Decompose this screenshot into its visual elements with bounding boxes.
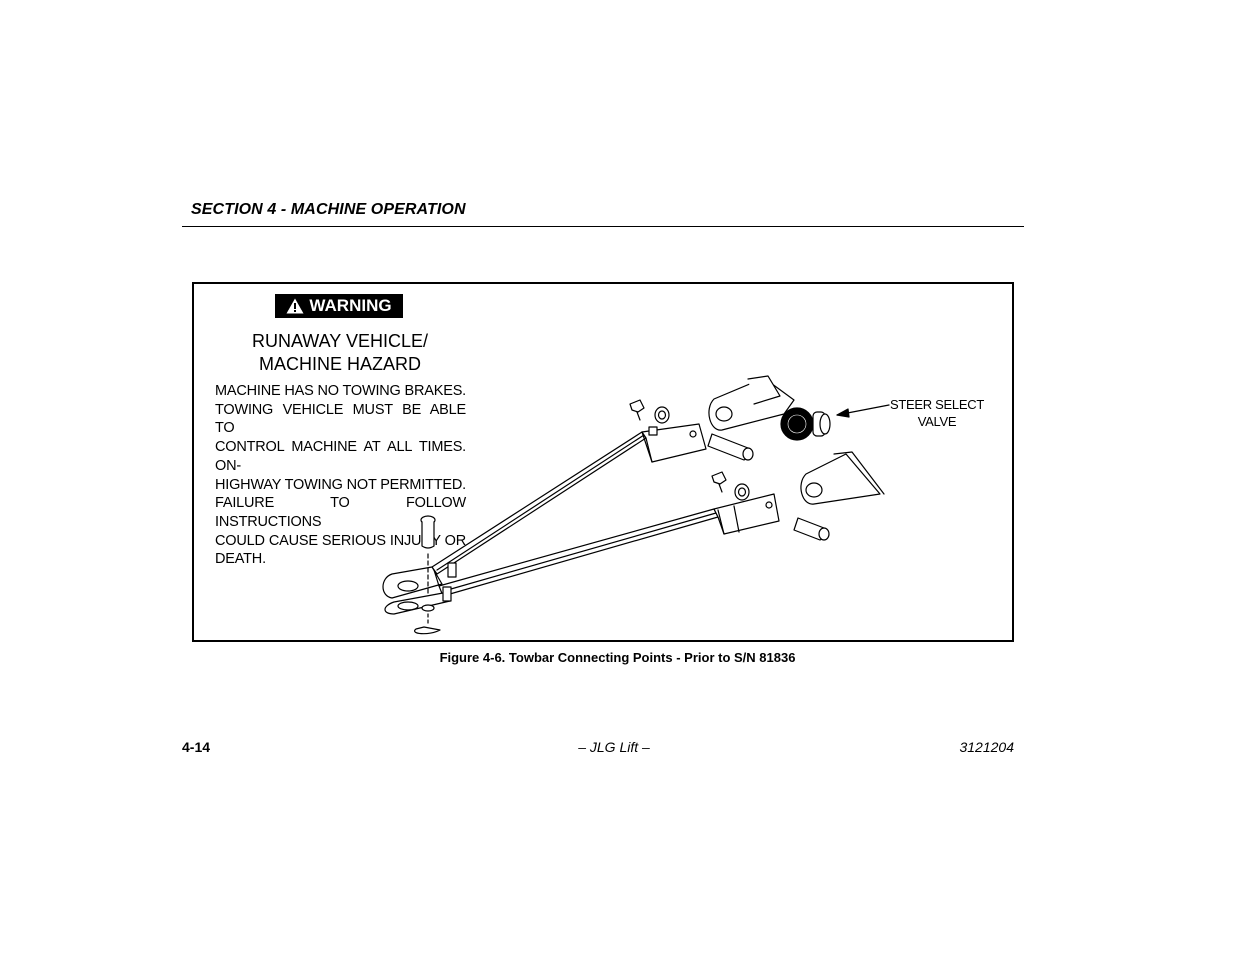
hazard-body-line: MACHINE HAS NO TOWING BRAKES.	[215, 383, 466, 399]
hazard-body-line: CONTROL MACHINE AT ALL TIMES. ON-	[215, 439, 466, 474]
lower-hardware	[711, 451, 885, 541]
hazard-body-line: HIGHWAY TOWING NOT PERMITTED.	[215, 476, 466, 493]
hazard-title: RUNAWAY VEHICLE/ MACHINE HAZARD	[214, 330, 466, 376]
hazard-body: MACHINE HAS NO TOWING BRAKES. TOWING VEH…	[215, 382, 466, 569]
figure-frame: WARNING RUNAWAY VEHICLE/ MACHINE HAZARD …	[192, 282, 1014, 642]
figure-caption: Figure 4-6. Towbar Connecting Points - P…	[439, 650, 796, 665]
lower-towbar-arm	[438, 493, 780, 597]
header-rule	[182, 226, 1024, 227]
warning-badge: WARNING	[275, 294, 403, 318]
section-title: SECTION 4 - MACHINE OPERATION	[191, 201, 466, 218]
warning-badge-label: WARNING	[309, 296, 392, 315]
publisher-label: – JLG Lift –	[578, 739, 650, 755]
upper-towbar-arm	[431, 423, 707, 575]
callout-line1: STEER SELECT	[890, 397, 984, 412]
hazard-title-line1: RUNAWAY VEHICLE/	[251, 331, 429, 351]
page-number: 4-14	[182, 739, 211, 755]
steer-select-valve	[780, 404, 890, 441]
hazard-body-line: DEATH.	[215, 551, 266, 568]
callout-line2: VALVE	[917, 414, 957, 429]
upper-hardware	[629, 375, 795, 461]
manual-number: 3121204	[959, 739, 1014, 755]
warning-triangle-icon	[286, 298, 304, 314]
hazard-title-line2: MACHINE HAZARD	[258, 354, 421, 374]
towbar-drawing	[382, 375, 890, 635]
steer-select-valve-callout: STEER SELECT VALVE	[884, 396, 990, 430]
hazard-body-line: TOWING VEHICLE MUST BE ABLE TO	[215, 401, 466, 437]
hazard-body-line: COULD CAUSE SERIOUS INJURY OR	[215, 532, 466, 549]
hazard-body-line: FAILURE TO FOLLOW INSTRUCTIONS	[215, 495, 466, 530]
front-clevis	[382, 515, 457, 635]
